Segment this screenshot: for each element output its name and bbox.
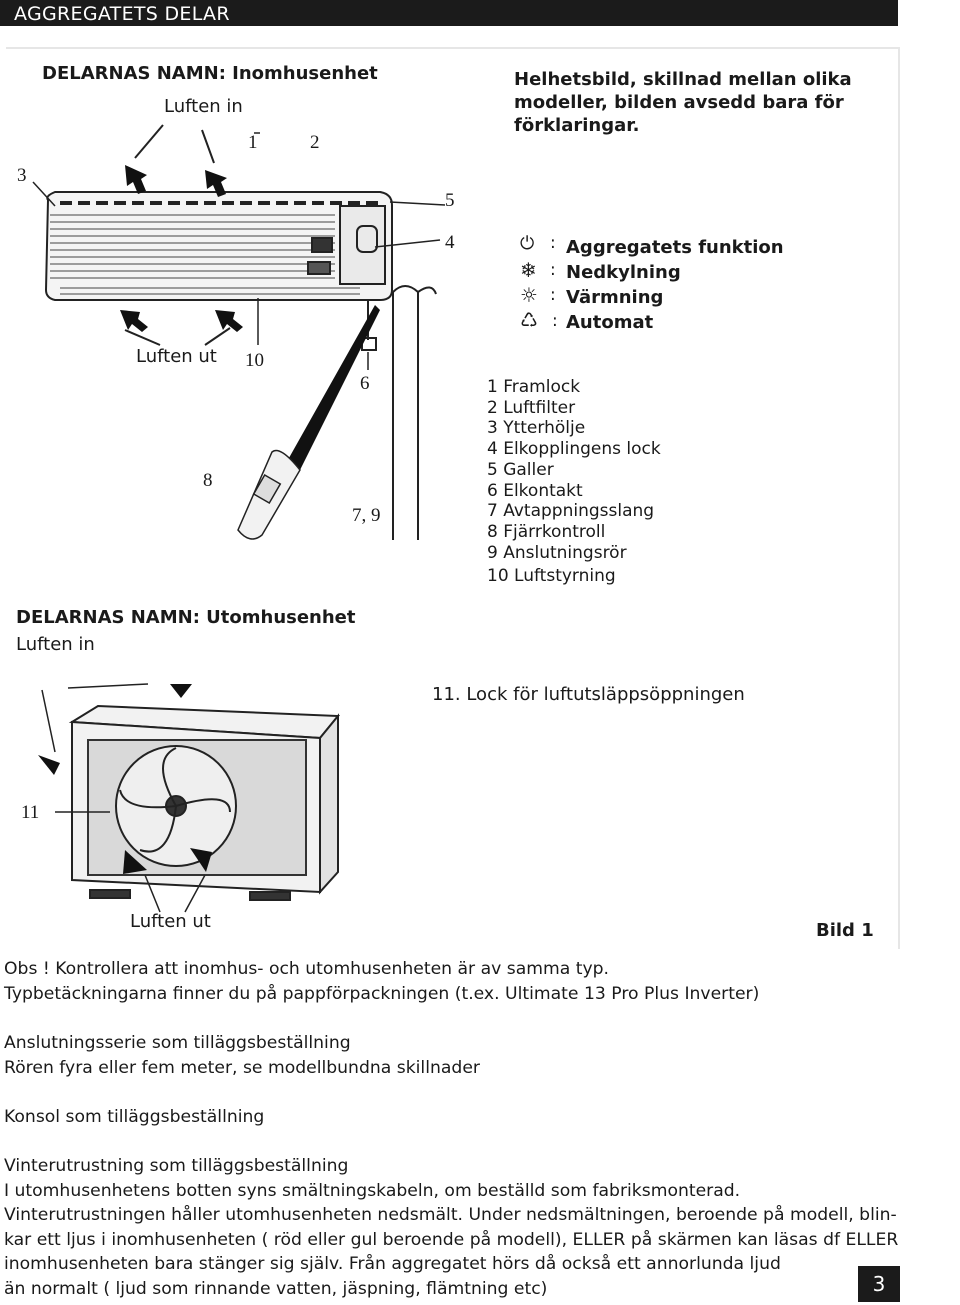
note-winter: Vinterutrustning som tilläggsbeställning… xyxy=(4,1154,898,1301)
mode-separator: : xyxy=(552,311,558,331)
indoor-air-out-label: Luften ut xyxy=(136,346,217,367)
parts-list-item: 9 Anslutningsrör xyxy=(487,542,627,563)
outdoor-air-out-label: Luften ut xyxy=(130,911,211,932)
parts-list-item: 2 Luftfilter xyxy=(487,397,576,418)
sun-icon: ☼ xyxy=(520,283,538,307)
indoor-air-arrows xyxy=(120,165,243,332)
note-line: Konsol som tilläggsbeställning xyxy=(4,1107,265,1127)
callout-1: 1 xyxy=(248,132,258,153)
overview-note-line: förklaringar. xyxy=(514,115,640,136)
parts-list-item: 8 Fjärrkontroll xyxy=(487,521,606,542)
outdoor-heading: DELARNAS NAMN: Utomhusenhet xyxy=(16,607,356,628)
note-obs: Obs ! Kontrollera att inomhus- och utomh… xyxy=(4,957,759,1006)
callout-10: 10 xyxy=(245,350,264,371)
note-line: kar ett ljus i inomhusenheten ( röd elle… xyxy=(4,1229,899,1250)
mode-separator: : xyxy=(550,285,556,305)
overview-note-line: Helhetsbild, skillnad mellan olika xyxy=(514,69,852,90)
indoor-unit-drawing xyxy=(44,191,437,540)
note-line: Vinterutrustning som tilläggsbeställning xyxy=(4,1156,349,1176)
page-number: 3 xyxy=(858,1266,900,1302)
callout-6: 6 xyxy=(360,373,370,394)
note-line: Obs ! Kontrollera att inomhus- och utomh… xyxy=(4,959,610,979)
lock-label: 11. Lock för luftutsläppsöppningen xyxy=(432,684,745,705)
indoor-air-in-label: Luften in xyxy=(164,96,243,117)
callout-4: 4 xyxy=(445,232,455,253)
parts-list-item: 1 Framlock xyxy=(487,377,581,397)
indoor-heading: DELARNAS NAMN: Inomhusenhet xyxy=(42,63,378,84)
callout-2: 2 xyxy=(310,132,320,153)
parts-list-item: 6 Elkontakt xyxy=(487,480,583,501)
parts-list-item: 7 Avtappningsslang xyxy=(487,501,655,522)
remote-control-drawing xyxy=(237,449,301,540)
mode-label-cooling: Nedkylning xyxy=(566,262,681,283)
callout-8: 8 xyxy=(203,470,213,491)
note-line: I utomhusenhetens botten syns smältnings… xyxy=(4,1180,741,1201)
note-connection: Anslutningsserie som tilläggsbeställning… xyxy=(4,1031,480,1080)
section-header: AGGREGATETS DELAR xyxy=(0,0,898,26)
callout-lines xyxy=(32,132,446,370)
parts-list-item: 3 Ytterhölje xyxy=(487,418,586,439)
note-line: Anslutningsserie som tilläggsbeställning xyxy=(4,1033,351,1053)
section-title: AGGREGATETS DELAR xyxy=(14,3,230,25)
snowflake-icon: ❄ xyxy=(520,258,537,282)
mode-separator: : xyxy=(550,233,556,253)
callout-3: 3 xyxy=(17,165,27,186)
overview-note: Helhetsbild, skillnad mellan olika model… xyxy=(514,68,852,137)
note-console: Konsol som tilläggsbeställning xyxy=(4,1105,264,1130)
mode-label-heating: Värmning xyxy=(566,287,664,308)
outdoor-air-in-label: Luften in xyxy=(16,634,95,655)
parts-list: 1 Framlock 2 Luftfilter 3 Ytterhölje 4 E… xyxy=(487,377,661,587)
parts-list-item: 10 Luftstyrning xyxy=(487,566,616,587)
power-icon: ⏻ xyxy=(520,233,535,254)
note-line: Vinterutrustningen håller utomhusenheten… xyxy=(4,1205,897,1225)
callout-11: 11 xyxy=(21,802,40,823)
mode-separator: : xyxy=(550,260,556,280)
parts-list-item: 4 Elkopplingens lock xyxy=(487,439,661,460)
note-line: Typbetäckningarna finner du på pappförpa… xyxy=(4,983,760,1004)
overview-note-line: modeller, bilden avsedd bara för xyxy=(514,92,844,113)
figure-frame xyxy=(6,47,900,949)
parts-list-item: 5 Galler xyxy=(487,459,554,480)
remote-beam xyxy=(285,305,380,470)
mode-label-power: Aggregatets funktion xyxy=(566,237,784,258)
auto-cycle-icon: ♺ xyxy=(520,308,538,332)
note-line: Rören fyra eller fem meter, se modellbun… xyxy=(4,1057,480,1078)
outdoor-unit-drawing xyxy=(68,704,341,901)
figure-label: Bild 1 xyxy=(816,920,874,941)
callout-5: 5 xyxy=(445,190,455,211)
callout-7-9: 7, 9 xyxy=(352,505,381,526)
note-line: inomhusenheten bara stänger sig själv. F… xyxy=(4,1254,781,1274)
outdoor-air-arrows xyxy=(38,684,212,874)
note-line: än normalt ( ljud som rinnande vatten, j… xyxy=(4,1278,548,1299)
mode-label-auto: Automat xyxy=(566,312,654,333)
